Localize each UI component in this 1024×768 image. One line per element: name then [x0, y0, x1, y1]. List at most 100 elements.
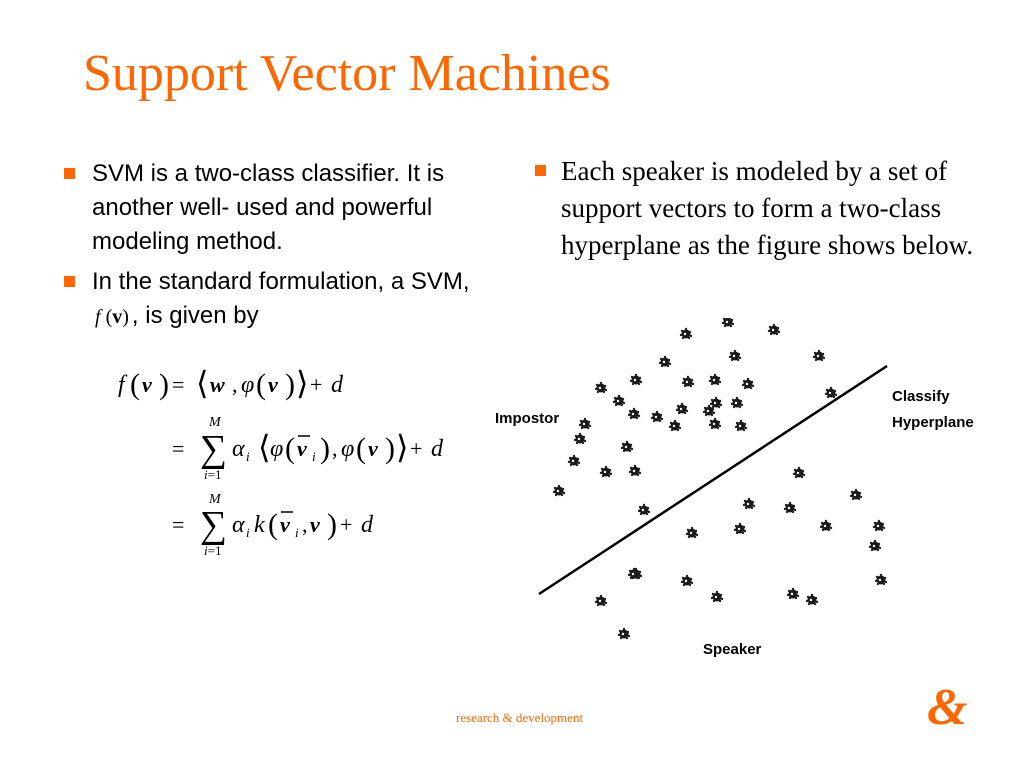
svg-text:⟩: ⟩: [396, 429, 408, 465]
data-point: [681, 375, 695, 388]
data-point: [733, 522, 747, 535]
svg-text:v: v: [142, 372, 152, 397]
data-point: [617, 627, 631, 640]
bullet-text: Each speaker is modeled by a set of supp…: [561, 156, 974, 260]
data-point: [573, 432, 587, 445]
svg-text:f: f: [118, 372, 128, 398]
data-point: [868, 539, 882, 552]
svg-text:⟨: ⟨: [196, 365, 208, 401]
bullet-speaker-model: Each speaker is modeled by a set of supp…: [535, 153, 975, 264]
svg-text:φ: φ: [270, 436, 283, 462]
data-point: [708, 373, 722, 386]
hyperplane-label: Hyperplane: [892, 414, 974, 431]
svg-text:φ: φ: [341, 436, 354, 462]
figure-background: [489, 318, 984, 673]
square-bullet-icon: [64, 276, 75, 287]
data-point: [721, 318, 735, 328]
data-point: [767, 323, 781, 336]
svg-text:∑: ∑: [200, 504, 227, 546]
data-point: [874, 573, 888, 586]
footer-research-development: research & development: [456, 710, 584, 725]
svg-text:+: +: [340, 512, 352, 537]
ampersand-logo: &: [927, 679, 968, 736]
svg-text:v: v: [268, 372, 278, 397]
svg-text:⟨: ⟨: [258, 429, 270, 465]
svg-text:∑: ∑: [200, 428, 227, 470]
slide-title: Support Vector Machines: [83, 45, 611, 102]
data-point: [578, 417, 592, 430]
data-point: [741, 377, 755, 390]
svg-text:w: w: [210, 372, 225, 397]
svg-text:i=1: i=1: [204, 467, 221, 482]
impostor-label: Impostor: [495, 410, 559, 427]
data-point: [730, 396, 744, 409]
speaker-label: Speaker: [703, 641, 762, 658]
bullet-text: In the standard formulation, a SVM,: [92, 268, 470, 295]
bullet-text-end: , is given by: [131, 302, 259, 329]
svg-text:(: (: [285, 432, 295, 465]
svm-hyperplane-figure: Impostor Classify Hyperplane Speaker: [489, 318, 984, 673]
svg-text:=: =: [172, 512, 184, 537]
svg-text:k: k: [254, 512, 265, 538]
svg-text:(: (: [130, 368, 140, 401]
hyperplane-line: [538, 364, 888, 596]
data-point: [680, 574, 694, 587]
bullet-standard-formulation: In the standard formulation, a SVM, f (v…: [62, 265, 514, 334]
data-point: [629, 373, 643, 386]
svg-text:v: v: [310, 512, 320, 537]
svg-text:+: +: [310, 372, 322, 397]
data-point: [702, 404, 716, 417]
svg-text:φ: φ: [241, 372, 254, 398]
data-point: [709, 396, 723, 409]
svg-text:): ): [327, 508, 337, 541]
svg-text:(: (: [356, 432, 366, 465]
data-point: [728, 349, 742, 362]
svg-text:,: ,: [332, 436, 338, 461]
svg-text:): ): [285, 368, 295, 401]
data-point: [783, 501, 797, 514]
equation-line-3: M = ∑ i=1 α i k ( v i , v ) + d: [172, 492, 374, 558]
data-point: [819, 519, 833, 532]
equation-line-1: f ( v ) = ⟨ w , φ ( v ) ⟩ + d: [118, 365, 344, 401]
svg-text:α: α: [232, 436, 245, 462]
svg-text:d: d: [361, 512, 374, 538]
svg-text:α: α: [232, 512, 245, 538]
svg-text:i: i: [312, 449, 316, 464]
svg-text:,: ,: [302, 512, 308, 537]
svg-text:v: v: [368, 436, 378, 461]
svg-text:): ): [159, 368, 169, 401]
data-point: [612, 394, 626, 407]
svg-text:i: i: [246, 525, 250, 540]
data-point: [668, 419, 682, 432]
data-point: [812, 349, 826, 362]
svg-text:d: d: [431, 436, 444, 462]
svg-text:M: M: [208, 415, 222, 430]
data-point: [650, 410, 664, 423]
data-point: [685, 526, 699, 539]
left-bullet-list: SVM is a two-class classifier. It is ano…: [62, 157, 514, 340]
bullet-text: SVM is a two-class classifier. It is ano…: [92, 160, 445, 255]
svg-text:d: d: [331, 372, 344, 398]
data-point: [734, 419, 748, 432]
svg-text:i: i: [295, 525, 299, 540]
square-bullet-icon: [535, 165, 546, 176]
equation-line-2: M = ∑ i=1 α i ⟨ φ ( v i ) , φ ( v ) ⟩ + …: [172, 415, 444, 482]
data-point: [792, 466, 806, 479]
svg-text:i=1: i=1: [204, 543, 221, 558]
svg-text:=: =: [172, 436, 184, 461]
data-point: [552, 484, 566, 497]
svg-text:i: i: [246, 449, 250, 464]
data-point: [708, 417, 722, 430]
data-point: [627, 407, 641, 420]
square-bullet-icon: [64, 168, 75, 179]
data-point: [805, 593, 819, 606]
right-bullet-list: Each speaker is modeled by a set of supp…: [535, 153, 975, 264]
bullet-svm-definition: SVM is a two-class classifier. It is ano…: [62, 157, 514, 259]
data-point: [620, 440, 634, 453]
data-point: [679, 327, 693, 340]
data-point: [627, 567, 641, 580]
data-point: [599, 465, 613, 478]
data-point: [594, 381, 608, 394]
data-point: [594, 594, 608, 607]
classify-label: Classify: [892, 388, 950, 405]
